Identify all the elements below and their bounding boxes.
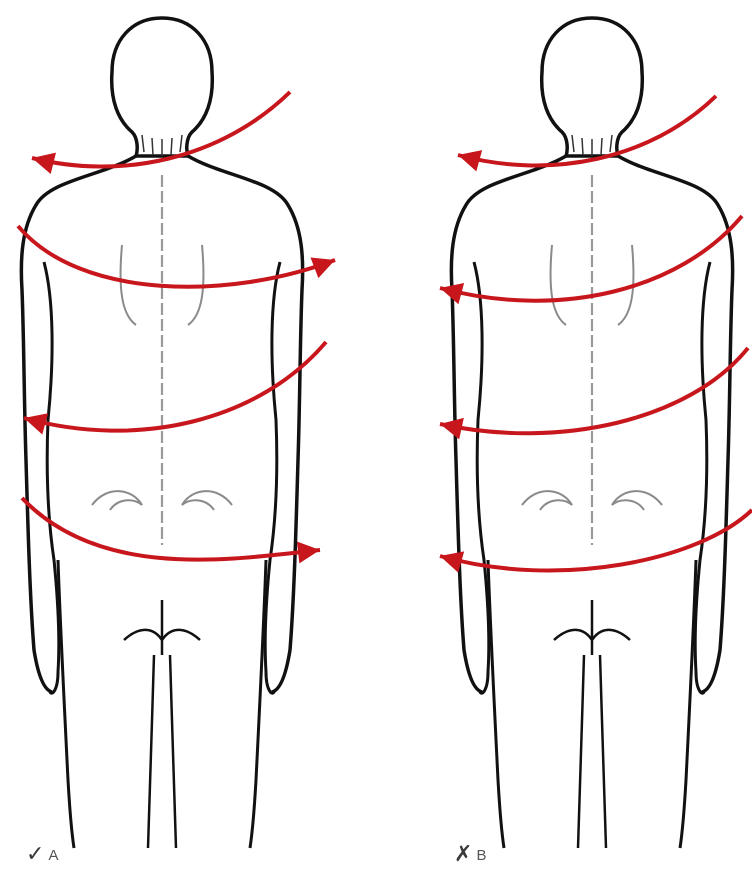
- figure-a-arrowhead-4: [297, 541, 320, 563]
- figure-a-label: A: [48, 847, 59, 864]
- check-mark-icon: ✓: [26, 844, 44, 866]
- figure-a-body: [21, 18, 302, 848]
- figure-a-arrows: [18, 92, 335, 563]
- figure-a-caption: ✓ A: [26, 843, 59, 867]
- figure-a: [18, 18, 335, 848]
- figure-b-caption: ✗ B: [454, 843, 487, 867]
- figure-a-arrow-3: [24, 342, 326, 431]
- cross-mark-icon: ✗: [454, 844, 472, 866]
- figure-b-label: B: [476, 847, 487, 864]
- figure-b-arrowhead-3: [440, 418, 464, 440]
- figure-a-arrow-2: [18, 226, 335, 287]
- figure-a-arrowhead-1: [32, 153, 56, 174]
- figure-a-arrowhead-3: [24, 413, 48, 434]
- figure-b-arrowhead-1: [458, 150, 482, 171]
- figure-b: [440, 18, 752, 848]
